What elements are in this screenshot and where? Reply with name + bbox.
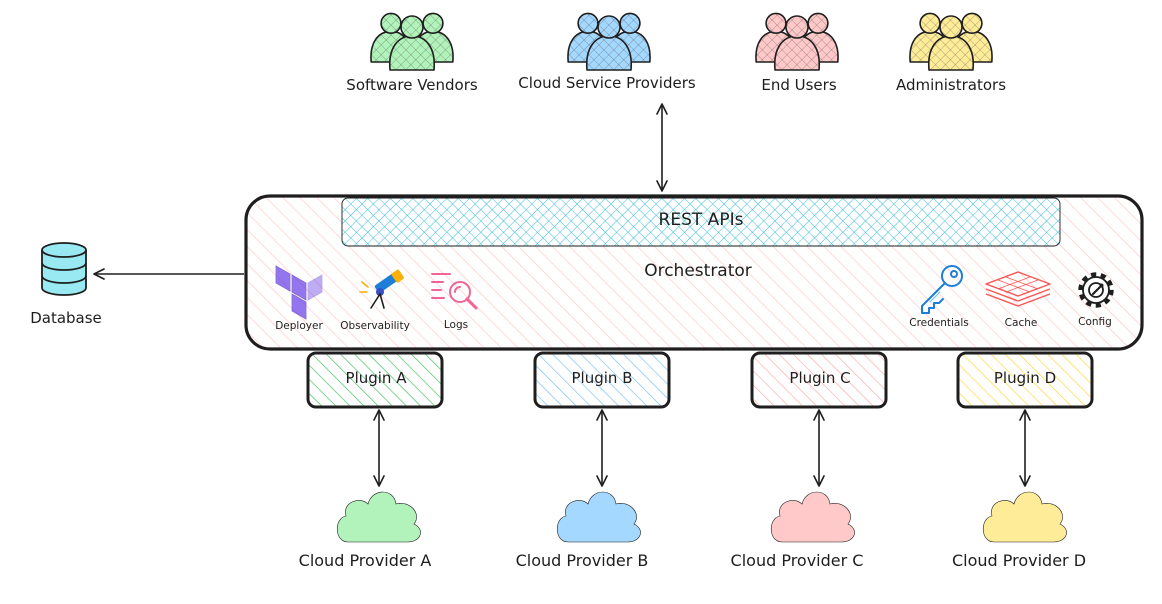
terraform-icon bbox=[275, 265, 323, 320]
plugins-row bbox=[306, 351, 1094, 409]
cloud-icon bbox=[556, 491, 641, 543]
config-label: Config bbox=[1078, 316, 1112, 328]
user-group-label: End Users bbox=[761, 76, 837, 94]
key-icon bbox=[921, 265, 963, 314]
orchestrator-title: Orchestrator bbox=[644, 261, 752, 281]
deployer-label: Deployer bbox=[275, 320, 323, 332]
cloud-provider-label: Cloud Provider D bbox=[951, 551, 1087, 570]
rest-apis-label: REST APIs bbox=[658, 210, 744, 230]
user-groups bbox=[370, 12, 993, 71]
plugin-box[interactable] bbox=[750, 351, 888, 409]
user-group-icon bbox=[755, 12, 839, 71]
plugin-label: Plugin B bbox=[571, 369, 633, 387]
user-group-icon bbox=[909, 12, 993, 71]
cloud-icon bbox=[982, 491, 1067, 543]
user-group-icon bbox=[370, 12, 454, 71]
plugin-box[interactable] bbox=[306, 351, 444, 409]
cloud-provider-label: Cloud Provider B bbox=[515, 551, 649, 570]
database-label: Database bbox=[30, 309, 102, 327]
plugin-label: Plugin C bbox=[789, 369, 851, 387]
credentials-label: Credentials bbox=[909, 317, 969, 329]
rest-apis-bar[interactable] bbox=[341, 197, 1061, 247]
observability-label: Observability bbox=[340, 320, 410, 332]
plugin-box[interactable] bbox=[533, 351, 671, 409]
cloud-provider-label: Cloud Provider C bbox=[730, 551, 864, 570]
gear-icon bbox=[1078, 272, 1114, 308]
telescope-icon bbox=[359, 269, 404, 309]
database-icon bbox=[41, 242, 87, 296]
user-group-label: Cloud Service Providers bbox=[518, 74, 696, 92]
plugin-box[interactable] bbox=[956, 351, 1094, 409]
logs-search-icon bbox=[431, 273, 478, 310]
user-group-icon bbox=[567, 12, 651, 71]
plugin-label: Plugin A bbox=[345, 369, 407, 387]
layers-icon bbox=[985, 271, 1051, 307]
cloud-provider-label: Cloud Provider A bbox=[298, 551, 432, 570]
user-group-label: Software Vendors bbox=[346, 76, 478, 94]
cloud-icon bbox=[336, 491, 421, 543]
cloud-icon bbox=[770, 491, 855, 543]
user-group-label: Administrators bbox=[895, 76, 1007, 94]
plugin-label: Plugin D bbox=[993, 369, 1057, 387]
logs-label: Logs bbox=[443, 319, 469, 331]
cache-label: Cache bbox=[1004, 317, 1038, 329]
cloud-providers-row bbox=[336, 409, 1067, 543]
